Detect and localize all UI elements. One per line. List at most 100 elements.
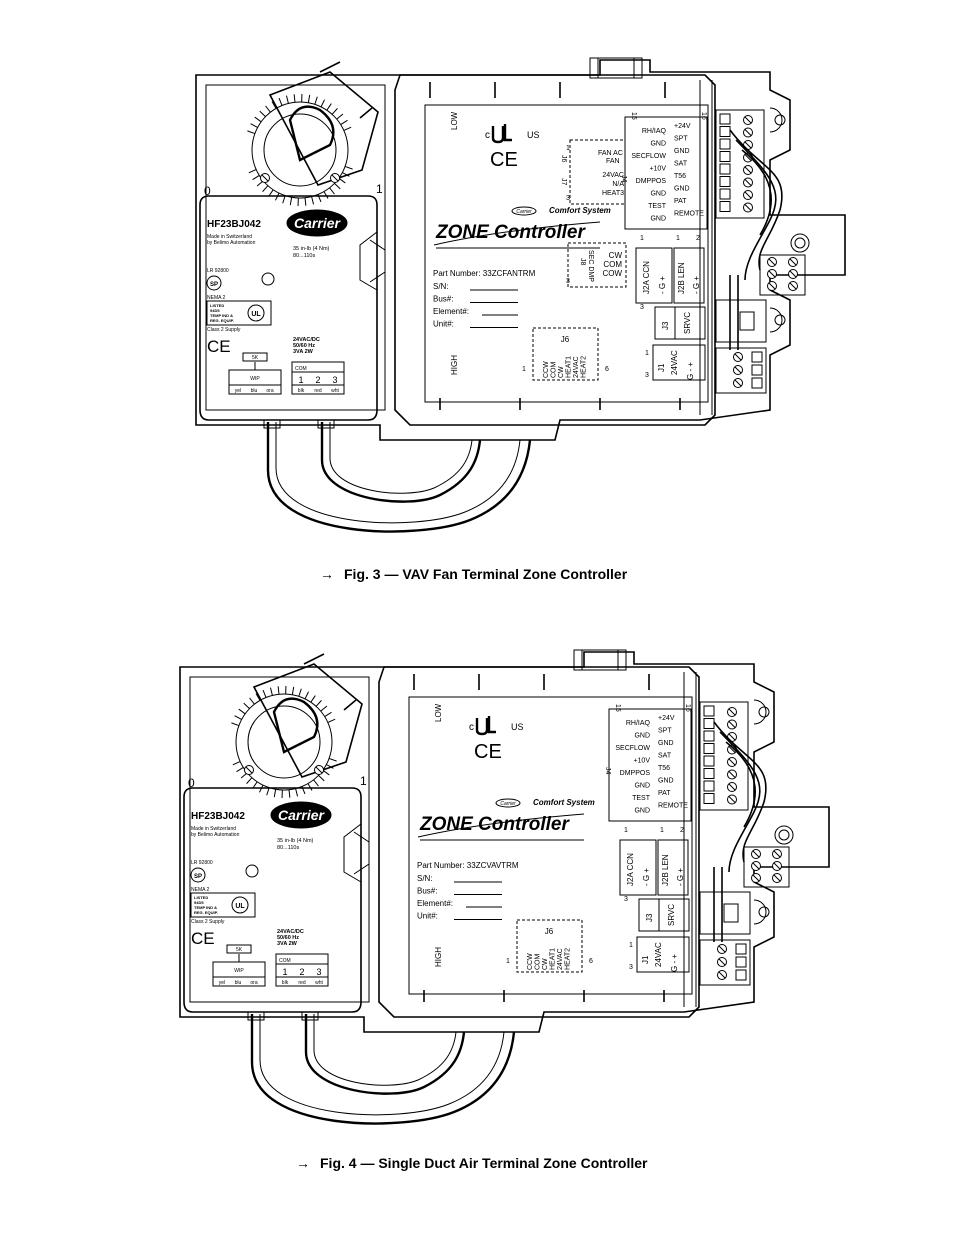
ul-mark-icon: [247, 304, 265, 322]
dial-tick: [277, 686, 280, 695]
star-icon: [245, 864, 259, 878]
dial-tick: [336, 113, 344, 120]
star-icon: [261, 272, 275, 286]
dial-tick: [329, 187, 335, 195]
clamp-jaw: [288, 105, 335, 162]
dial-tick: [314, 96, 318, 105]
j4-right-pin: GND: [658, 740, 674, 747]
j4-right-pin: GND: [658, 778, 674, 785]
j6-block: [532, 327, 599, 381]
j4-label: J4: [604, 767, 611, 775]
ul-mark-icon: [491, 124, 512, 144]
dial-zero-label: 0: [188, 776, 195, 790]
screw-icon: [244, 765, 254, 775]
j4-right-pin: GND: [674, 186, 690, 193]
comfort-system-label: Comfort System: [549, 206, 611, 215]
dial-tick: [288, 789, 291, 798]
actuator-release-tab: [359, 231, 378, 291]
dial-tick: [298, 688, 302, 697]
terminal-cell: [719, 163, 731, 175]
j1-pins: G - +: [686, 362, 695, 380]
pin-num: 1: [522, 366, 526, 373]
dial-tick: [232, 761, 241, 766]
j1-label: J1: [657, 363, 666, 372]
j2a-label: J2A CCN: [642, 261, 651, 294]
low-label: LOW: [450, 111, 459, 130]
dial-tick: [246, 777, 253, 784]
made-in-label: Made in Switzerland: [191, 826, 236, 832]
cable-loop-inner: [313, 1014, 457, 1086]
screw-icon: [733, 365, 743, 375]
j6-pin: HEAT1: [550, 948, 557, 970]
fan-jumper-block: [569, 139, 626, 205]
j4-left-pin: DMPPOS: [636, 178, 667, 185]
srvc-block: [674, 306, 706, 340]
dial-tick: [266, 787, 270, 796]
wip-label: WIP: [234, 968, 244, 974]
base-plate-outline: [195, 59, 846, 441]
dial-tick: [236, 767, 244, 773]
carrier-logo-icon: [270, 801, 332, 829]
j4-right-pin: +24V: [674, 123, 691, 130]
screw-icon: [717, 970, 727, 980]
dial-tick: [289, 197, 293, 206]
j4-left-pin: RH/IAQ: [642, 128, 667, 135]
screw-icon: [314, 765, 324, 775]
fan-label: FAN: [606, 158, 620, 165]
pin-num: 1: [676, 235, 680, 242]
pin-num: 6: [589, 958, 593, 965]
screw-icon: [727, 707, 737, 717]
field-label: Unit#:: [433, 320, 454, 329]
heat3-line3: HEAT3: [602, 190, 624, 197]
actuator-dial-inner: [247, 705, 321, 779]
actuator-dial: [235, 693, 333, 791]
dial-tick: [234, 715, 242, 720]
pin-num: 1: [640, 235, 644, 242]
j6-pin: CW: [542, 958, 549, 970]
j4-left-pin: TEST: [648, 203, 667, 210]
power-spec: 3VA 2W: [277, 941, 298, 947]
dial-tick: [307, 783, 313, 791]
pin-num: 3: [566, 195, 570, 202]
j4-left-pin: TEST: [632, 795, 651, 802]
ul-c-label: c: [469, 722, 474, 733]
comfort-system-label: Comfort System: [533, 798, 595, 807]
screw-icon: [743, 127, 753, 138]
j6-pin: COM: [535, 954, 542, 971]
power-spec: 24VAC/DC: [277, 929, 304, 935]
j4-right-pin: SAT: [674, 161, 688, 168]
made-by-label: by Belimo Automation: [191, 832, 240, 838]
j2a-block: [635, 247, 673, 304]
cable-gland: [317, 419, 335, 429]
actuator-release-tab: [343, 823, 362, 883]
pot-5k-label: 5K: [252, 355, 259, 361]
carrier-logo-icon: [511, 206, 537, 216]
csa-mark-text: SP: [194, 874, 202, 880]
class-supply-label: Class 2 Supply: [191, 919, 225, 925]
cable-loop-outer: [266, 422, 532, 533]
pot-wire-color: ora: [250, 980, 257, 986]
j4-left-pin: SECFLOW: [631, 153, 666, 160]
pot-wire-row: [212, 976, 266, 987]
dial-tick: [252, 175, 260, 181]
term-wire-color: red: [298, 980, 305, 986]
dial-tick: [262, 185, 269, 192]
title-swoosh-icon: [433, 221, 601, 246]
terminal-cell: [703, 718, 715, 729]
dial-tick: [331, 108, 338, 115]
screw-icon: [743, 202, 753, 213]
field-label: S/N:: [417, 874, 433, 883]
com-label: COM: [279, 958, 291, 964]
pin-num: 3: [629, 964, 633, 971]
controller-label-panel: [408, 696, 693, 995]
mount-hole: [774, 314, 786, 326]
mount-ear-top: [753, 699, 767, 725]
terminal-cell: [751, 377, 763, 389]
dial-tick: [326, 103, 332, 111]
screw-icon: [717, 944, 727, 954]
terminal-cell: [735, 956, 747, 968]
mount-hole-large: [790, 233, 810, 253]
j4-right-pin: SPT: [674, 136, 688, 143]
dial-tick: [269, 687, 273, 696]
terminal-cell: [719, 176, 731, 187]
